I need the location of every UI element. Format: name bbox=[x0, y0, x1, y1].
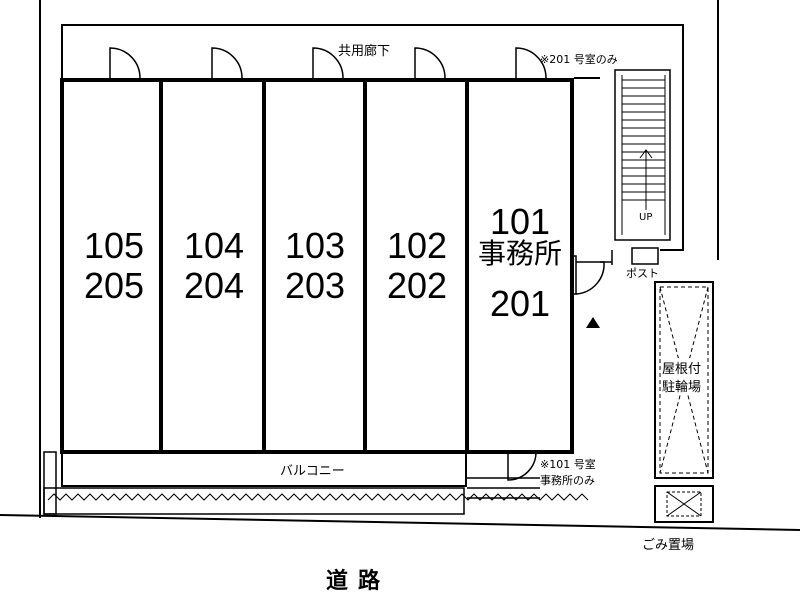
corridor-label: 共用廊下 bbox=[338, 44, 391, 59]
note-101-office-2: 事務所のみ bbox=[540, 474, 595, 487]
room-number-201: 201 bbox=[489, 283, 551, 324]
room-label-102: 102 202 bbox=[370, 226, 464, 306]
bike-parking bbox=[654, 281, 714, 479]
room-number-105: 105 bbox=[83, 225, 145, 266]
balcony-label: バルコニー bbox=[280, 464, 345, 479]
stairs-up-label: UP bbox=[639, 212, 653, 223]
corridor-doors bbox=[109, 47, 547, 79]
room-label-104: 104 204 bbox=[168, 226, 260, 306]
balcony bbox=[43, 451, 589, 515]
post-box bbox=[631, 247, 659, 265]
room-number-103: 103 bbox=[284, 225, 346, 266]
lot-boundary bbox=[39, 0, 719, 518]
room-number-104: 104 bbox=[183, 225, 245, 266]
garbage-label: ごみ置場 bbox=[642, 538, 695, 553]
office-label: 事務所 bbox=[477, 238, 562, 269]
note-101-office-1: ※101 号室 bbox=[540, 458, 596, 471]
room-number-204: 204 bbox=[183, 265, 245, 306]
room-label-103: 103 203 bbox=[268, 226, 362, 306]
stairs bbox=[614, 69, 671, 241]
room-number-101: 101 bbox=[489, 201, 551, 242]
office-rear-door bbox=[467, 451, 540, 499]
bike-parking-label-2: 駐輪場 bbox=[662, 376, 702, 395]
room-number-205: 205 bbox=[83, 265, 145, 306]
room-number-203: 203 bbox=[284, 265, 346, 306]
note-201-only: ※201 号室のみ bbox=[540, 53, 618, 66]
corridor-outline bbox=[61, 24, 684, 251]
room-label-101: 101 事務所 201 bbox=[470, 202, 570, 324]
post-label: ポスト bbox=[626, 267, 659, 280]
garbage-area bbox=[654, 485, 714, 523]
entrance-triangle bbox=[586, 317, 600, 328]
room-number-102: 102 bbox=[386, 225, 448, 266]
room-label-105: 105 205 bbox=[70, 226, 158, 306]
bike-parking-label-1: 屋根付 bbox=[662, 358, 702, 377]
road-label: 道路 bbox=[326, 569, 391, 594]
office-door bbox=[571, 250, 613, 295]
road-edge bbox=[0, 514, 800, 531]
room-number-202: 202 bbox=[386, 265, 448, 306]
